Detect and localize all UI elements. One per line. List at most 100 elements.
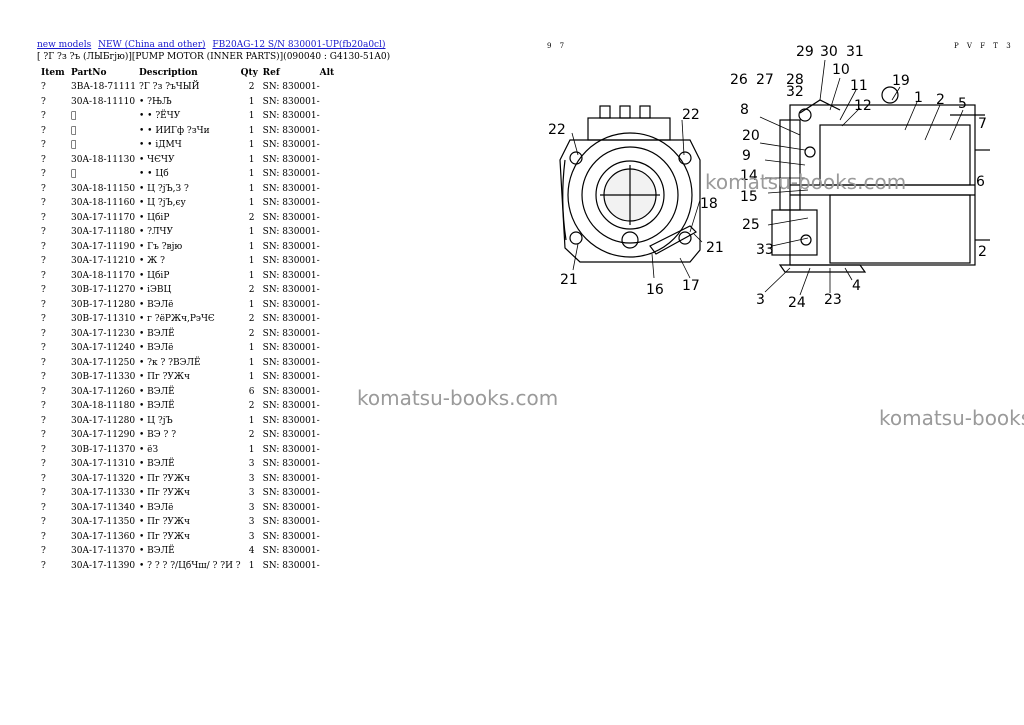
- breadcrumb-link-model[interactable]: FB20AG-12 S/N 830001-UP(fb20a0cl): [212, 40, 386, 50]
- row-partno: 30A-17-11290: [71, 430, 136, 441]
- row-item: ?: [41, 299, 46, 310]
- row-partno: : [71, 109, 139, 124]
- row-partno: : [71, 167, 139, 182]
- row-description: • Гъ ?вјю: [139, 241, 183, 252]
- row-qty: 1: [248, 111, 255, 122]
- callout-leaders: [571, 59, 964, 296]
- row-partno: 30A-17-11230: [71, 328, 136, 339]
- row-description: • Пг ?УЖч: [139, 372, 190, 383]
- row-ref: SN: 830001-: [262, 256, 320, 267]
- row-ref: SN: 830001-: [262, 386, 320, 397]
- table-header-row: Item PartNo Description Qty Ref Alt: [35, 66, 340, 80]
- callout-number: 6: [976, 174, 985, 190]
- callout-number: 32: [786, 84, 804, 100]
- row-item: ?: [41, 343, 46, 354]
- row-qty: 2: [248, 430, 255, 441]
- row-partno: 30B-17-11310: [71, 314, 136, 325]
- callout-number: 14: [740, 168, 758, 184]
- row-qty: 3: [248, 459, 255, 470]
- callout-number: 24: [788, 295, 806, 311]
- row-description: • Ц ?јЪ: [139, 415, 173, 426]
- row-partno: 30A-18-11170: [71, 270, 136, 281]
- row-item: ?: [41, 517, 46, 528]
- row-partno: 30A-17-11360: [71, 531, 136, 542]
- row-qty: 2: [248, 314, 255, 325]
- row-item: ?: [41, 401, 46, 412]
- row-item: ?: [41, 96, 46, 107]
- row-qty: 1: [248, 560, 255, 571]
- row-item: ?: [41, 111, 46, 122]
- row-ref: SN: 830001-: [262, 343, 320, 354]
- row-item: ?: [41, 328, 46, 339]
- row-qty: 1: [248, 125, 255, 136]
- row-qty: 2: [248, 401, 255, 412]
- row-description: • ?к ? ?ВЭЛЁ: [139, 357, 201, 368]
- row-ref: SN: 830001-: [262, 314, 320, 325]
- row-partno: : [71, 124, 139, 139]
- row-ref: SN: 830001-: [262, 198, 320, 209]
- row-description: ?Г ?з ?ъЧЫЙ: [139, 82, 200, 93]
- watermark: komatsu-books.com: [357, 386, 559, 410]
- row-item: ?: [41, 531, 46, 542]
- breadcrumb-link-region[interactable]: NEW (China and other): [98, 40, 206, 50]
- callout-number: 16: [646, 282, 664, 298]
- row-description: • ?ЊЉ: [139, 96, 172, 107]
- callout-number: 17: [682, 278, 700, 294]
- row-description: • ЧЄЧУ: [139, 154, 175, 165]
- row-ref: SN: 830001-: [262, 415, 320, 426]
- row-ref: SN: 830001-: [262, 488, 320, 499]
- row-description: • г ?ёРЖч,РэЧЄ: [139, 314, 215, 325]
- row-ref: SN: 830001-: [262, 546, 320, 557]
- row-description: • Пг ?УЖч: [139, 488, 190, 499]
- row-partno: 30A-17-11170: [71, 212, 136, 223]
- row-partno: 30A-17-11330: [71, 488, 136, 499]
- row-qty: 1: [248, 444, 255, 455]
- row-ref: SN: 830001-: [262, 502, 320, 513]
- row-partno: 30A-18-11130: [71, 154, 136, 165]
- callout-number: 2: [936, 92, 945, 108]
- row-description: • ВЭЛЁ: [139, 459, 175, 470]
- row-item: ?: [41, 502, 46, 513]
- row-description: • ВЭЛЁ: [139, 328, 175, 339]
- row-qty: 1: [248, 96, 255, 107]
- row-ref: SN: 830001-: [262, 140, 320, 151]
- callout-number: 30: [820, 44, 838, 60]
- row-ref: SN: 830001-: [262, 125, 320, 136]
- callout-number: 18: [700, 196, 718, 212]
- row-item: ?: [41, 212, 46, 223]
- row-description: • Пг ?УЖч: [139, 517, 190, 528]
- row-description: • Ц ?јЪ,З ?: [139, 183, 189, 194]
- breadcrumb-link-new-models[interactable]: new models: [37, 40, 92, 50]
- row-partno: 30A-17-11370: [71, 546, 136, 557]
- row-ref: SN: 830001-: [262, 401, 320, 412]
- row-qty: 1: [248, 256, 255, 267]
- row-partno: 30A-17-11210: [71, 256, 136, 267]
- row-description: • • ИИГф ?зЧи: [139, 125, 210, 136]
- row-qty: 3: [248, 488, 255, 499]
- row-description: • ?ЛЧУ: [139, 227, 173, 238]
- row-partno: 30A-17-11250: [71, 357, 136, 368]
- row-qty: 3: [248, 502, 255, 513]
- row-ref: SN: 830001-: [262, 227, 320, 238]
- callout-number: 10: [832, 62, 850, 78]
- row-qty: 4: [248, 546, 255, 557]
- row-partno: 30B-17-11280: [71, 299, 136, 310]
- row-qty: 1: [248, 270, 255, 281]
- col-ref: Ref: [262, 68, 280, 78]
- motor-front-view: [559, 105, 701, 263]
- callout-number: 7: [978, 116, 987, 132]
